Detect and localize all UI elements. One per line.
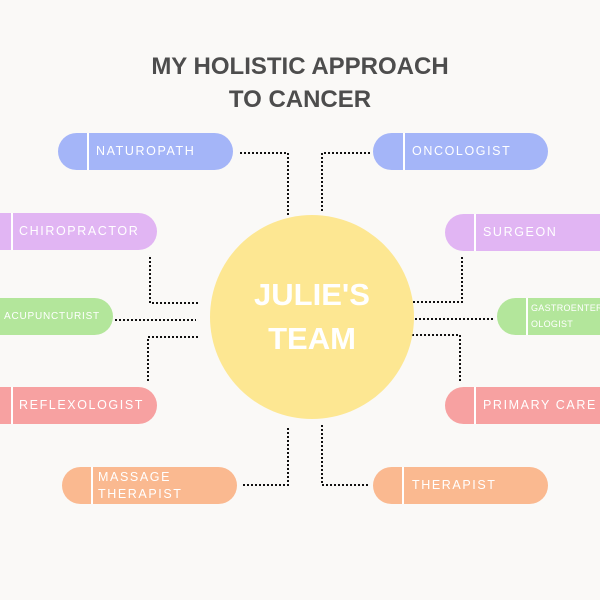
pill-divider [87,133,89,170]
pill-divider [11,213,13,250]
node-primary-care: PRIMARY CARE [445,387,600,424]
pill-divider [526,298,528,335]
pill-divider [474,214,476,251]
connector-chiropractor [149,257,198,304]
node-oncologist: ONCOLOGIST [373,133,548,170]
pill-divider [402,467,404,504]
node-reflexologist: REFLEXOLOGIST [0,387,157,424]
connector-reflexologist [147,336,198,382]
connector-naturopath [240,152,289,215]
pill-divider [474,387,476,424]
connector-surgeon [413,257,463,303]
node-therapist: THERAPIST [373,467,548,504]
pill-divider [403,133,405,170]
connector-massage [242,428,289,486]
pill-divider [11,387,13,424]
pill-divider [91,467,93,504]
node-naturopath: NATUROPATH [58,133,233,170]
node-chiropractor: CHIROPRACTOR [0,213,157,250]
node-acupuncturist: ACUPUNCTURIST [0,298,113,335]
connector-oncologist [321,152,370,212]
connector-primary-care [412,334,461,383]
diagram-title: MY HOLISTIC APPROACH TO CANCER [151,53,449,113]
node-surgeon: SURGEON [445,214,600,251]
connector-therapist [321,425,370,486]
